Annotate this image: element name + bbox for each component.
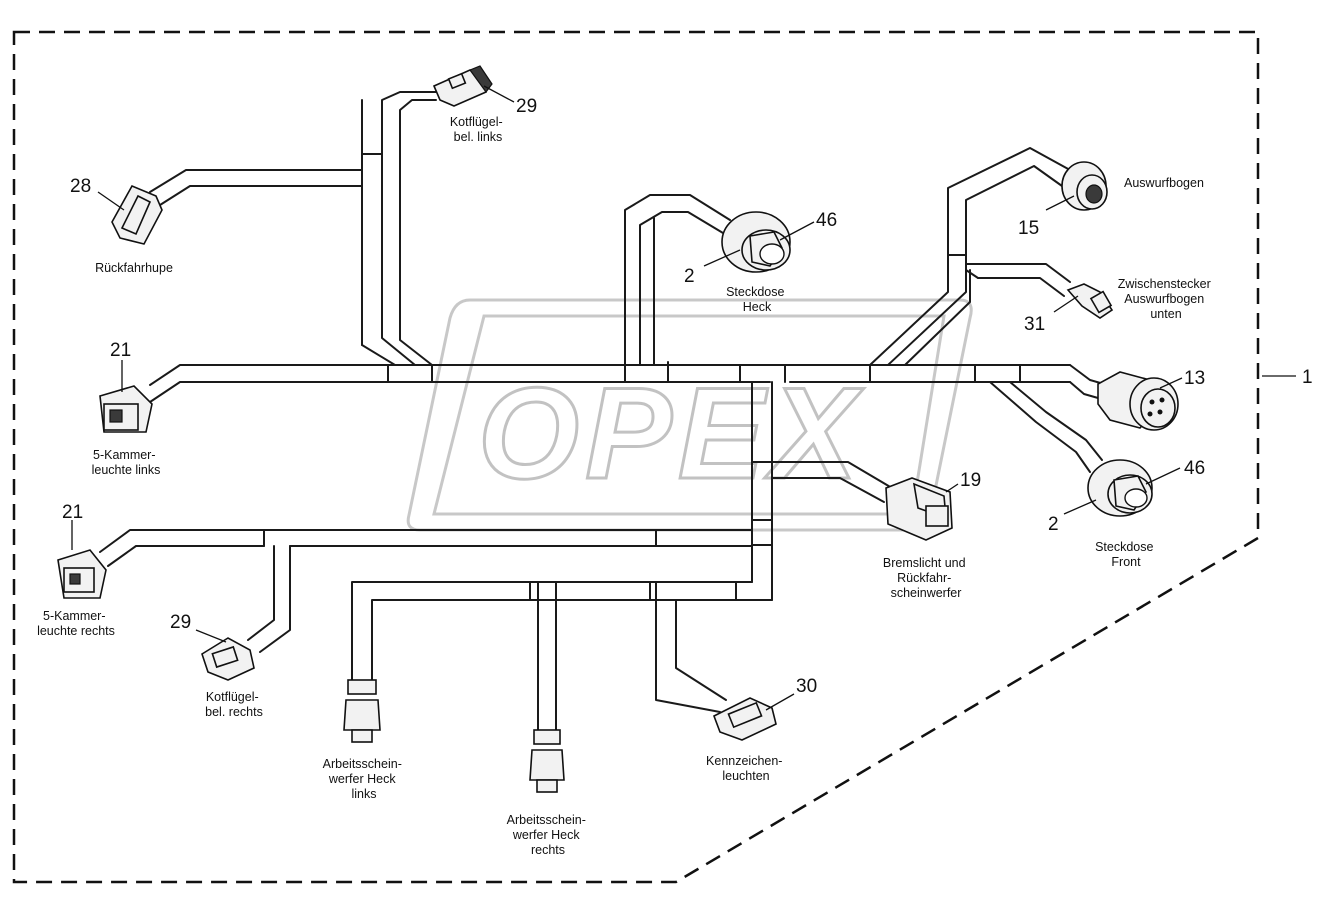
label-arbeits-rechts-l2: werfer Heck bbox=[512, 828, 580, 842]
label-kammer-rechts-l2: leuchte rechts bbox=[37, 624, 115, 638]
callout-2-front: 2 bbox=[1048, 514, 1059, 535]
label-kammer-rechts-l1: 5-Kammer- bbox=[43, 609, 106, 623]
connector-29-top bbox=[432, 65, 515, 107]
label-bremslicht-l2: Rückfahr- bbox=[897, 571, 951, 585]
callout-28: 28 bbox=[70, 176, 91, 197]
label-arbeits-links-l3: links bbox=[351, 787, 376, 801]
label-kennzeichen-l2: leuchten bbox=[722, 769, 769, 783]
connector-19 bbox=[885, 477, 959, 541]
watermark-text: OPEX bbox=[478, 360, 865, 506]
callout-46-rear: 46 bbox=[816, 210, 837, 231]
label-steckdose-front-l1: Steckdose bbox=[1095, 540, 1153, 554]
label-kammer-links: 5-Kammer- leuchte links bbox=[92, 448, 161, 477]
label-zwischenstecker: Zwischenstecker Auswurfbogen unten bbox=[1118, 277, 1215, 321]
connector-29-bottom bbox=[195, 629, 255, 681]
label-arbeits-links-l2: werfer Heck bbox=[328, 772, 396, 786]
callout-19: 19 bbox=[960, 470, 981, 491]
connector-15 bbox=[1045, 161, 1108, 211]
branch-lower-left bbox=[99, 529, 753, 653]
label-zwischenstecker-l2: Auswurfbogen bbox=[1124, 292, 1204, 306]
label-kennzeichen: Kennzeichen- leuchten bbox=[706, 754, 786, 783]
label-kammer-links-l2: leuchte links bbox=[92, 463, 161, 477]
branch-kotfluegel-links bbox=[149, 91, 437, 366]
main-trunk bbox=[149, 364, 1071, 601]
label-kammer-links-l1: 5-Kammer- bbox=[93, 448, 156, 462]
label-steckdose-heck-l2: Heck bbox=[743, 300, 772, 314]
callout-21-top: 21 bbox=[110, 340, 131, 361]
label-steckdose-front: Steckdose Front bbox=[1095, 540, 1157, 569]
callout-1: 1 bbox=[1302, 367, 1313, 388]
connector-21-bottom bbox=[57, 520, 107, 599]
label-arbeits-rechts-l3: rechts bbox=[531, 843, 565, 857]
label-arbeits-links-l1: Arbeitsschein- bbox=[323, 757, 402, 771]
callout-46-front: 46 bbox=[1184, 458, 1205, 479]
label-arbeits-rechts: Arbeitsschein- werfer Heck rechts bbox=[507, 813, 590, 857]
label-kennzeichen-l1: Kennzeichen- bbox=[706, 754, 782, 768]
label-steckdose-heck: Steckdose Heck bbox=[726, 285, 788, 314]
callout-30: 30 bbox=[796, 676, 817, 697]
connector-arbeits-rechts bbox=[529, 729, 565, 793]
label-kotfluegel-links: Kotflügel- bel. links bbox=[450, 115, 506, 144]
assembly-boundary bbox=[12, 30, 1260, 884]
connector-21-top bbox=[99, 360, 153, 433]
label-bremslicht-l3: scheinwerfer bbox=[891, 586, 962, 600]
label-zwischenstecker-l3: unten bbox=[1150, 307, 1181, 321]
branch-steckdose-heck bbox=[624, 194, 731, 366]
label-zwischenstecker-l1: Zwischenstecker bbox=[1118, 277, 1211, 291]
connector-arbeits-links bbox=[343, 679, 381, 743]
callout-13: 13 bbox=[1184, 368, 1205, 389]
connector-28 bbox=[97, 184, 163, 245]
connector-31 bbox=[1053, 283, 1114, 319]
callout-15: 15 bbox=[1018, 218, 1039, 239]
branch-bremslicht bbox=[771, 461, 893, 503]
callout-29-bottom: 29 bbox=[170, 612, 191, 633]
callout-29-top: 29 bbox=[516, 96, 537, 117]
label-steckdose-heck-l1: Steckdose bbox=[726, 285, 784, 299]
callout-31: 31 bbox=[1024, 314, 1045, 335]
watermark: OPEX bbox=[406, 298, 973, 532]
label-steckdose-front-l2: Front bbox=[1111, 555, 1141, 569]
label-auswurfbogen: Auswurfbogen bbox=[1124, 176, 1204, 190]
label-kotfluegel-rechts: Kotflügel- bel. rechts bbox=[205, 690, 263, 719]
label-rueckfahrhupe: Rückfahrhupe bbox=[95, 261, 173, 275]
branch-bottom bbox=[351, 581, 773, 731]
label-bremslicht: Bremslicht und Rückfahr- scheinwerfer bbox=[883, 556, 969, 600]
label-kotfluegel-links-l2: bel. links bbox=[454, 130, 503, 144]
branch-right bbox=[989, 364, 1105, 473]
label-arbeits-links: Arbeitsschein- werfer Heck links bbox=[323, 757, 406, 801]
socket-46-rear bbox=[703, 211, 815, 273]
socket-46-front bbox=[1063, 459, 1181, 517]
connector-13 bbox=[1097, 371, 1183, 431]
connector-30 bbox=[712, 693, 795, 741]
callout-21-bottom: 21 bbox=[62, 502, 83, 523]
label-kammer-rechts: 5-Kammer- leuchte rechts bbox=[37, 609, 115, 638]
label-kotfluegel-rechts-l1: Kotflügel- bbox=[206, 690, 259, 704]
label-kotfluegel-links-l1: Kotflügel- bbox=[450, 115, 503, 129]
label-bremslicht-l1: Bremslicht und bbox=[883, 556, 966, 570]
label-arbeits-rechts-l1: Arbeitsschein- bbox=[507, 813, 586, 827]
branch-auswurfbogen bbox=[869, 147, 1071, 366]
label-kotfluegel-rechts-l2: bel. rechts bbox=[205, 705, 263, 719]
callout-2-rear: 2 bbox=[684, 266, 695, 287]
